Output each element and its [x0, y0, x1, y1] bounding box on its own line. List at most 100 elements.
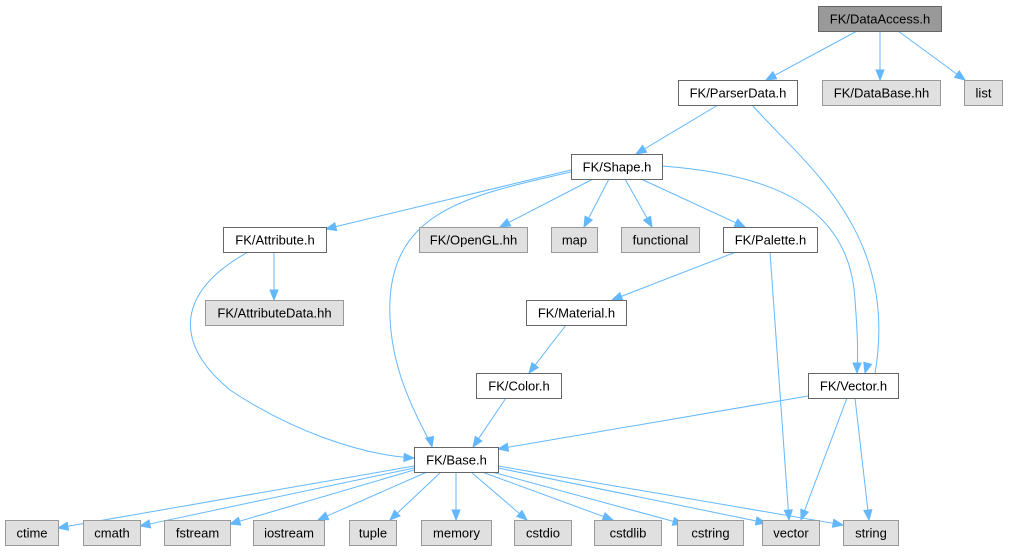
arrowhead-icon: [831, 518, 845, 528]
node-label: FK/Material.h: [538, 306, 615, 321]
node-label: FK/ParserData.h: [690, 86, 787, 101]
edge-shape-to-vectorh: [661, 165, 862, 375]
arrowhead-icon: [424, 435, 435, 449]
node-vector: vector: [762, 520, 820, 546]
node-parserdata[interactable]: FK/ParserData.h: [678, 80, 798, 106]
node-box: [164, 520, 231, 546]
edge-line: [326, 471, 428, 517]
node-attribute[interactable]: FK/Attribute.h: [223, 227, 327, 253]
node-box: [414, 447, 499, 473]
arrowhead-icon: [601, 511, 615, 521]
edge-line: [751, 104, 880, 374]
edge-dataaccess-to-list: [897, 30, 967, 81]
node-label: fstream: [176, 526, 219, 541]
edge-base-to-memory: [451, 472, 461, 522]
edge-base-to-cstdio: [470, 471, 529, 521]
edge-color-to-base: [472, 397, 507, 449]
edge-line: [897, 30, 958, 75]
node-memory: memory: [421, 520, 492, 546]
edge-base-to-tuple: [389, 471, 442, 521]
edge-line: [190, 251, 415, 459]
edge-line: [774, 30, 858, 76]
edge-shape-to-map: [583, 178, 610, 229]
node-box: [349, 520, 397, 546]
edge-line: [769, 251, 789, 511]
node-base[interactable]: FK/Base.h: [414, 447, 499, 473]
node-palette[interactable]: FK/Palette.h: [723, 227, 818, 253]
node-label: FK/OpenGL.hh: [430, 233, 517, 248]
arrowhead-icon: [875, 69, 885, 82]
node-box: [526, 300, 627, 326]
node-label: vector: [773, 526, 809, 541]
node-vectorh[interactable]: FK/Vector.h: [808, 373, 899, 399]
node-string: string: [843, 520, 899, 546]
edge-dataaccess-to-database: [875, 31, 885, 82]
edge-line: [396, 471, 442, 514]
edge-line: [624, 178, 648, 219]
node-cmath: cmath: [83, 520, 141, 546]
node-label: cstring: [691, 526, 729, 541]
node-box: [621, 227, 700, 253]
edge-palette-to-vector: [769, 251, 793, 522]
node-box: [551, 227, 598, 253]
node-label: map: [562, 233, 587, 248]
edge-line: [854, 397, 869, 511]
node-box: [253, 520, 325, 546]
edge-line: [508, 178, 594, 223]
node-label: cstdlib: [610, 526, 647, 541]
node-list: list: [964, 80, 1003, 106]
node-label: FK/DataAccess.h: [830, 12, 930, 27]
node-label: string: [855, 526, 887, 541]
arrowhead-icon: [316, 511, 330, 521]
edge-palette-to-material: [610, 251, 737, 301]
node-shape[interactable]: FK/Shape.h: [571, 154, 663, 180]
arrowhead-icon: [852, 362, 862, 375]
node-box: [843, 520, 899, 546]
node-dataaccess[interactable]: FK/DataAccess.h: [818, 6, 942, 32]
edge-base-to-ctime: [56, 465, 415, 531]
arrowhead-icon: [583, 215, 594, 229]
edge-line: [588, 178, 610, 219]
edge-base-to-cmath: [138, 467, 415, 529]
node-label: FK/Base.h: [426, 453, 487, 468]
edge-line: [497, 467, 757, 522]
arrowhead-icon: [642, 215, 653, 229]
node-map: map: [551, 227, 598, 253]
edge-line: [67, 465, 415, 527]
arrowhead-icon: [953, 69, 967, 81]
node-box: [677, 520, 744, 546]
node-box: [205, 300, 344, 326]
node-cstdio: cstdio: [514, 520, 572, 546]
node-box: [5, 520, 59, 546]
node-label: ctime: [16, 526, 47, 541]
edge-attribute-to-base: [190, 251, 416, 463]
edge-line: [497, 465, 834, 524]
node-box: [822, 80, 941, 106]
node-label: FK/DataBase.hh: [834, 86, 929, 101]
arrowhead-icon: [269, 289, 279, 302]
edge-line: [470, 471, 520, 514]
node-box: [678, 80, 798, 106]
edge-vectorh-to-string: [854, 397, 873, 522]
node-color[interactable]: FK/Color.h: [476, 373, 562, 399]
node-label: iostream: [264, 526, 314, 541]
edge-line: [478, 397, 507, 439]
node-cstring: cstring: [677, 520, 744, 546]
node-cstdlib: cstdlib: [594, 520, 662, 546]
arrowhead-icon: [863, 361, 873, 375]
node-box: [723, 227, 818, 253]
node-box: [808, 373, 899, 399]
edge-line: [481, 471, 604, 518]
edge-line: [239, 469, 415, 522]
node-label: FK/Color.h: [488, 379, 549, 394]
edge-line: [661, 165, 859, 374]
node-label: tuple: [359, 526, 387, 541]
arrowhead-icon: [800, 508, 810, 522]
node-material[interactable]: FK/Material.h: [526, 300, 627, 326]
edge-base-to-vector: [497, 467, 768, 526]
node-iostream: iostream: [253, 520, 325, 546]
node-label: memory: [433, 526, 480, 541]
node-box: [571, 154, 663, 180]
arrowhead-icon: [733, 218, 747, 228]
